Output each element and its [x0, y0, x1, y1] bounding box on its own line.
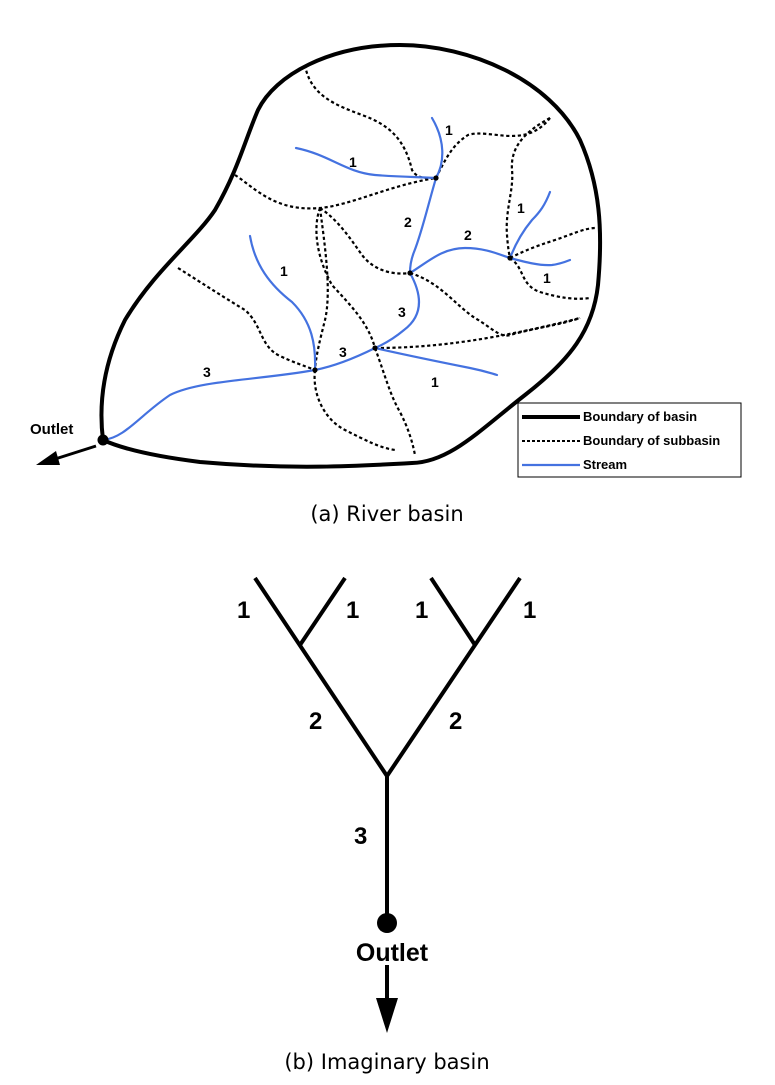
order-label-b: 1	[523, 597, 536, 624]
outlet-arrow-shaft	[51, 444, 97, 462]
legend-label-stream: Stream	[583, 457, 627, 472]
stream-order-2	[408, 246, 512, 275]
order-label: 1	[349, 154, 357, 170]
subbasin-line	[303, 64, 437, 180]
branch-right-leaf	[429, 576, 477, 647]
order-label-b: 1	[415, 597, 428, 624]
outlet-arrow-head	[36, 451, 60, 465]
legend: Boundary of basin Boundary of subbasin S…	[517, 402, 742, 478]
order-label: 2	[404, 214, 412, 230]
order-label: 3	[203, 364, 211, 380]
order-label-b: 1	[346, 597, 359, 624]
river-basin-diagram: Outlet 1 1 1 1 1 1 2 2 3 3 3 Boundary of…	[30, 43, 742, 526]
subbasin-line	[313, 207, 329, 371]
subbasin-line	[177, 267, 316, 372]
outlet-label: Outlet	[30, 421, 73, 438]
junction-dot	[407, 270, 413, 276]
stream-order-3	[101, 368, 317, 442]
stream-order-1	[508, 256, 572, 267]
junction-dot	[507, 255, 513, 261]
subbasin-line	[319, 207, 411, 275]
stream-order-3	[313, 346, 377, 372]
imaginary-basin-diagram: 1 1 1 1 2 2 3 Outlet (b) Imaginary basin	[237, 576, 536, 1074]
stream-order-3	[373, 271, 421, 350]
caption-b: (b) Imaginary basin	[284, 1050, 489, 1074]
subbasin-line	[313, 369, 396, 452]
order-label-b: 2	[309, 708, 322, 735]
outlet-point-b	[377, 913, 397, 933]
order-label-b: 2	[449, 708, 462, 735]
legend-label-basin: Boundary of basin	[583, 409, 697, 424]
branch-left	[253, 576, 389, 778]
stream-order-1	[508, 190, 552, 260]
subbasin-line	[505, 117, 551, 259]
order-label-b: 1	[237, 597, 250, 624]
order-label: 1	[445, 122, 453, 138]
stream-order-labels: 1 1 1 1 1 1 2 2 3 3 3	[203, 122, 551, 390]
subbasin-boundaries	[177, 64, 596, 456]
junction-points	[312, 175, 513, 373]
junction-dot	[433, 175, 439, 181]
branch-right	[385, 576, 522, 778]
order-label: 1	[517, 200, 525, 216]
streams	[101, 116, 572, 442]
subbasin-line	[373, 347, 417, 456]
outlet-arrow-head-b	[376, 998, 398, 1033]
order-label: 3	[398, 304, 406, 320]
outlet-label-b: Outlet	[356, 939, 429, 967]
stream-order-1	[430, 116, 444, 180]
junction-dot	[312, 367, 318, 373]
branch-left-leaf	[298, 576, 347, 647]
caption-a: (a) River basin	[310, 502, 463, 526]
legend-label-subbasin: Boundary of subbasin	[583, 433, 720, 448]
subbasin-line	[435, 117, 551, 179]
stream-order-1	[373, 346, 499, 377]
subbasin-line	[234, 174, 437, 210]
order-label: 2	[464, 227, 472, 243]
outlet-point	[97, 434, 109, 446]
subbasin-line	[509, 226, 596, 259]
stream-order-2	[408, 176, 438, 275]
order-label-b: 3	[354, 823, 367, 850]
order-label: 1	[280, 263, 288, 279]
stream-order-1	[248, 234, 317, 372]
stream-order-1	[294, 146, 438, 180]
subbasin-line	[374, 316, 581, 350]
subbasin-line	[409, 271, 581, 337]
junction-dot	[372, 345, 378, 351]
order-label: 1	[431, 374, 439, 390]
subbasin-line	[315, 207, 377, 349]
order-label: 3	[339, 344, 347, 360]
basin-boundary	[99, 43, 603, 469]
subbasin-line	[509, 257, 591, 300]
order-label: 1	[543, 270, 551, 286]
